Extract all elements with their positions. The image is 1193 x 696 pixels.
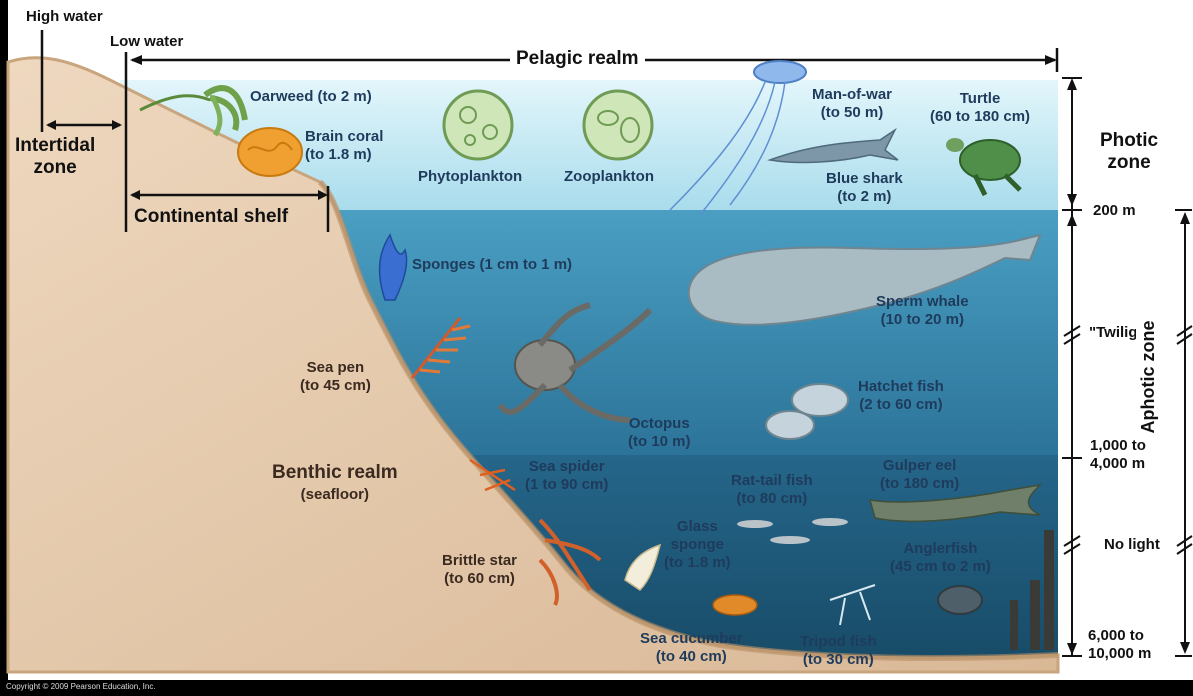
gulper-eel-label: Gulper eel (to 180 cm) xyxy=(880,457,959,493)
high-water-label: High water xyxy=(26,8,103,26)
pelagic-realm-label: Pelagic realm xyxy=(510,48,645,70)
hatchet-fish-line1: Hatchet fish xyxy=(858,378,944,396)
brain-coral-line1: Brain coral xyxy=(305,128,383,146)
sea-cucumber-line2: (to 40 cm) xyxy=(640,648,743,666)
sperm-whale-line2: (10 to 20 m) xyxy=(876,311,969,329)
tripod-fish-line2: (to 30 cm) xyxy=(800,651,877,669)
copyright-text: Copyright © 2009 Pearson Education, Inc. xyxy=(6,682,156,691)
intertidal-line2: zone xyxy=(15,157,95,179)
photic-line1: Photic xyxy=(1100,130,1158,152)
oarweed-label: Oarweed (to 2 m) xyxy=(250,88,372,106)
continental-shelf-label: Continental shelf xyxy=(134,206,288,228)
sea-pen-line1: Sea pen xyxy=(300,359,371,377)
turtle-label: Turtle (60 to 180 cm) xyxy=(930,90,1030,126)
depth-6000-line1: 6,000 to xyxy=(1088,627,1151,645)
octopus-line1: Octopus xyxy=(628,415,691,433)
rat-tail-line2: (to 80 cm) xyxy=(731,490,813,508)
brain-coral-line2: (to 1.8 m) xyxy=(305,146,383,164)
brittle-star-line2: (to 60 cm) xyxy=(442,570,517,588)
rat-tail-line1: Rat-tail fish xyxy=(731,472,813,490)
low-water-label: Low water xyxy=(110,33,183,51)
depth-1000-line2: 4,000 m xyxy=(1090,455,1146,473)
gulper-eel-line2: (to 180 cm) xyxy=(880,475,959,493)
depth-200-label: 200 m xyxy=(1090,202,1139,220)
aphotic-zone-label: Aphotic zone xyxy=(1136,317,1160,437)
man-of-war-line2: (to 50 m) xyxy=(812,104,892,122)
intertidal-line1: Intertidal xyxy=(15,135,95,157)
brittle-star-line1: Brittle star xyxy=(442,552,517,570)
man-of-war-line1: Man-of-war xyxy=(812,86,892,104)
brittle-star-label: Brittle star (to 60 cm) xyxy=(442,552,517,588)
sea-spider-label: Sea spider (1 to 90 cm) xyxy=(525,458,608,494)
rat-tail-fish-label: Rat-tail fish (to 80 cm) xyxy=(731,472,813,508)
sea-cucumber-label: Sea cucumber (to 40 cm) xyxy=(640,630,743,666)
depth-1000-line1: 1,000 to xyxy=(1090,437,1146,455)
phytoplankton-label: Phytoplankton xyxy=(418,168,522,186)
turtle-line1: Turtle xyxy=(930,90,1030,108)
benthic-realm-line1: Benthic realm xyxy=(272,462,398,484)
blue-shark-line2: (to 2 m) xyxy=(826,188,903,206)
zooplankton-illustration xyxy=(584,91,652,159)
benthic-realm-line2: (seafloor) xyxy=(272,484,398,506)
benthic-realm-label: Benthic realm (seafloor) xyxy=(272,462,398,506)
sperm-whale-label: Sperm whale (10 to 20 m) xyxy=(876,293,969,329)
octopus-line2: (to 10 m) xyxy=(628,433,691,451)
glass-sponge-line2: sponge xyxy=(664,536,731,554)
sea-pen-label: Sea pen (to 45 cm) xyxy=(300,359,371,395)
sponges-label: Sponges (1 cm to 1 m) xyxy=(412,256,572,274)
blue-shark-label: Blue shark (to 2 m) xyxy=(826,170,903,206)
glass-sponge-line1: Glass xyxy=(664,518,731,536)
sea-spider-line2: (1 to 90 cm) xyxy=(525,476,608,494)
depth-1000-label: 1,000 to 4,000 m xyxy=(1090,437,1146,473)
anglerfish-line1: Anglerfish xyxy=(890,540,991,558)
sea-pen-line2: (to 45 cm) xyxy=(300,377,371,395)
depth-6000-line2: 10,000 m xyxy=(1088,645,1151,663)
intertidal-zone-label: Intertidal zone xyxy=(15,135,95,179)
glass-sponge-line3: (to 1.8 m) xyxy=(664,554,731,572)
octopus-label: Octopus (to 10 m) xyxy=(628,415,691,451)
photic-zone-label: Photic zone xyxy=(1100,130,1158,174)
brain-coral-label: Brain coral (to 1.8 m) xyxy=(305,128,383,164)
sea-cucumber-line1: Sea cucumber xyxy=(640,630,743,648)
anglerfish-illustration xyxy=(938,586,982,614)
sperm-whale-line1: Sperm whale xyxy=(876,293,969,311)
turtle-line2: (60 to 180 cm) xyxy=(930,108,1030,126)
photic-line2: zone xyxy=(1100,152,1158,174)
hatchet-fish-line2: (2 to 60 cm) xyxy=(858,396,944,414)
anglerfish-label: Anglerfish (45 cm to 2 m) xyxy=(890,540,991,576)
man-of-war-label: Man-of-war (to 50 m) xyxy=(812,86,892,122)
zooplankton-label: Zooplankton xyxy=(564,168,654,186)
no-light-label: No light xyxy=(1104,536,1160,554)
glass-sponge-label: Glass sponge (to 1.8 m) xyxy=(664,518,731,572)
depth-6000-label: 6,000 to 10,000 m xyxy=(1088,627,1151,663)
anglerfish-line2: (45 cm to 2 m) xyxy=(890,558,991,576)
phytoplankton-illustration xyxy=(444,91,512,159)
sea-spider-line1: Sea spider xyxy=(525,458,608,476)
tripod-fish-label: Tripod fish (to 30 cm) xyxy=(800,633,877,669)
sea-cucumber-illustration xyxy=(713,595,757,615)
blue-shark-line1: Blue shark xyxy=(826,170,903,188)
gulper-eel-line1: Gulper eel xyxy=(880,457,959,475)
tripod-fish-line1: Tripod fish xyxy=(800,633,877,651)
hatchet-fish-label: Hatchet fish (2 to 60 cm) xyxy=(858,378,944,414)
brain-coral-illustration xyxy=(238,128,302,176)
